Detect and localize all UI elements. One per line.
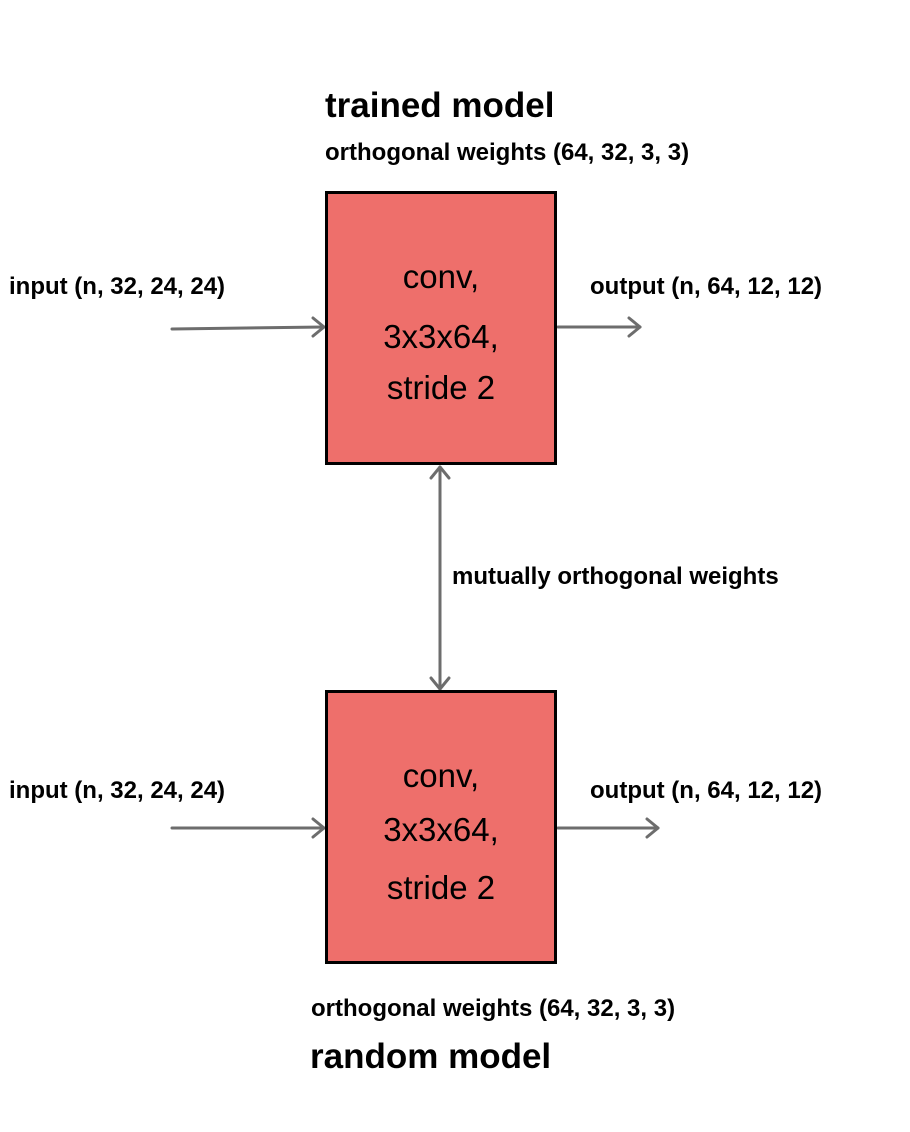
trained-conv-line1: conv, <box>402 258 480 295</box>
random-output-label: output (n, 64, 12, 12) <box>590 777 823 804</box>
trained-conv-block: conv, 3x3x64, stride 2 <box>325 191 557 465</box>
trained-input-arrow <box>170 316 326 338</box>
trained-input-label: input (n, 32, 24, 24) <box>9 273 226 300</box>
random-conv-line1: conv, <box>402 757 480 794</box>
trained-weights-label: orthogonal weights (64, 32, 3, 3) <box>325 139 690 166</box>
trained-model-title: trained model <box>325 86 555 125</box>
trained-conv-line3: stride 2 <box>386 369 496 406</box>
random-model-title: random model <box>310 1037 552 1076</box>
trained-output-label: output (n, 64, 12, 12) <box>590 273 823 300</box>
mutual-link-arrow <box>429 465 451 691</box>
random-input-label: input (n, 32, 24, 24) <box>9 777 226 804</box>
random-conv-line2: 3x3x64, <box>383 811 499 848</box>
random-conv-line3: stride 2 <box>386 869 496 906</box>
random-input-arrow <box>170 817 326 839</box>
trained-output-arrow <box>556 316 642 338</box>
mutual-orthogonal-label: mutually orthogonal weights <box>452 563 779 590</box>
random-output-arrow <box>556 817 660 839</box>
random-weights-label: orthogonal weights (64, 32, 3, 3) <box>311 995 676 1022</box>
trained-conv-line2: 3x3x64, <box>383 318 499 355</box>
random-conv-block: conv, 3x3x64, stride 2 <box>325 690 557 964</box>
